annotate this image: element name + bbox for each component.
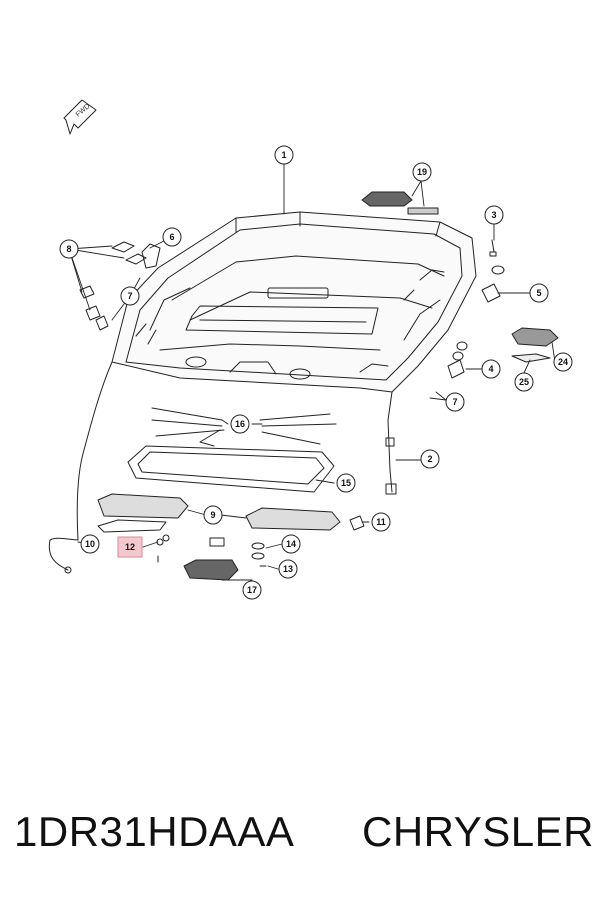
callout-9 bbox=[203, 505, 223, 525]
callout-13 bbox=[278, 559, 298, 579]
callout-5 bbox=[529, 283, 549, 303]
bracket-part-5 bbox=[481, 283, 501, 303]
callout-15 bbox=[336, 473, 356, 493]
callouts bbox=[59, 145, 573, 600]
part-12 bbox=[156, 534, 170, 563]
part-caption: 1DR31HDAAA CHRYSLER bbox=[0, 800, 600, 870]
callout-label-14: 14 bbox=[286, 539, 296, 549]
wires-part-16 bbox=[151, 407, 337, 447]
bracket-part-6 bbox=[141, 243, 161, 269]
seal-part-15 bbox=[127, 445, 335, 493]
part-number: 1DR31HDAAA bbox=[14, 808, 295, 855]
callout-label-19: 19 bbox=[417, 167, 427, 177]
callout-label-10: 10 bbox=[85, 539, 95, 549]
visor-left bbox=[97, 493, 189, 533]
part-14 bbox=[251, 542, 265, 560]
callout-label-12: 12 bbox=[125, 542, 135, 552]
callout-label-25: 25 bbox=[519, 377, 529, 387]
part-11 bbox=[349, 515, 365, 531]
wiring-harness bbox=[48, 361, 397, 574]
callout-10 bbox=[80, 534, 100, 554]
callout-label-8: 8 bbox=[66, 244, 71, 254]
dome-light-part-17 bbox=[183, 537, 239, 581]
bracket-part-4 bbox=[447, 359, 465, 379]
clips-part-8 bbox=[79, 241, 147, 331]
callout-16 bbox=[230, 414, 250, 434]
callout-label-11: 11 bbox=[376, 517, 386, 527]
callout-2 bbox=[420, 449, 440, 469]
brand-name: CHRYSLER bbox=[362, 808, 594, 855]
headliner-exploded-diagram: FWD bbox=[48, 99, 573, 600]
callout-1 bbox=[274, 145, 294, 165]
callout-14 bbox=[281, 534, 301, 554]
callout-label-13: 13 bbox=[283, 564, 293, 574]
callout-label-4: 4 bbox=[488, 364, 493, 374]
callout-7a bbox=[120, 286, 140, 306]
callout-label-17: 17 bbox=[247, 585, 257, 595]
callout-label-6: 6 bbox=[169, 232, 174, 242]
callout-label-5: 5 bbox=[536, 288, 541, 298]
callout-label-16: 16 bbox=[235, 419, 245, 429]
callout-24 bbox=[553, 352, 573, 372]
headliner-panel bbox=[111, 211, 477, 393]
callout-19 bbox=[412, 162, 432, 182]
callout-label-24: 24 bbox=[558, 357, 568, 367]
callout-11 bbox=[371, 512, 391, 532]
callout-7b bbox=[445, 392, 465, 412]
retainers-right bbox=[452, 265, 505, 361]
screw-part-3 bbox=[489, 239, 497, 257]
callout-label-3: 3 bbox=[491, 210, 496, 220]
callout-25 bbox=[514, 372, 534, 392]
highlight-box-12 bbox=[117, 536, 143, 558]
console-part-24 bbox=[511, 327, 559, 347]
callout-label-15: 15 bbox=[341, 478, 351, 488]
callout-label-1: 1 bbox=[281, 150, 286, 160]
callout-label-9: 9 bbox=[210, 510, 215, 520]
grab-handle-part-19 bbox=[361, 191, 439, 215]
callout-6 bbox=[162, 227, 182, 247]
callout-label-2: 2 bbox=[427, 454, 432, 464]
lens-part-25 bbox=[511, 353, 551, 363]
callout-label-7b: 7 bbox=[452, 397, 457, 407]
callout-17 bbox=[242, 580, 262, 600]
callout-4 bbox=[481, 359, 501, 379]
callout-label-7a: 7 bbox=[127, 291, 132, 301]
fwd-arrow-icon: FWD bbox=[63, 99, 97, 135]
callout-3 bbox=[484, 205, 504, 225]
visor-right bbox=[245, 507, 341, 531]
callout-8 bbox=[59, 239, 79, 259]
